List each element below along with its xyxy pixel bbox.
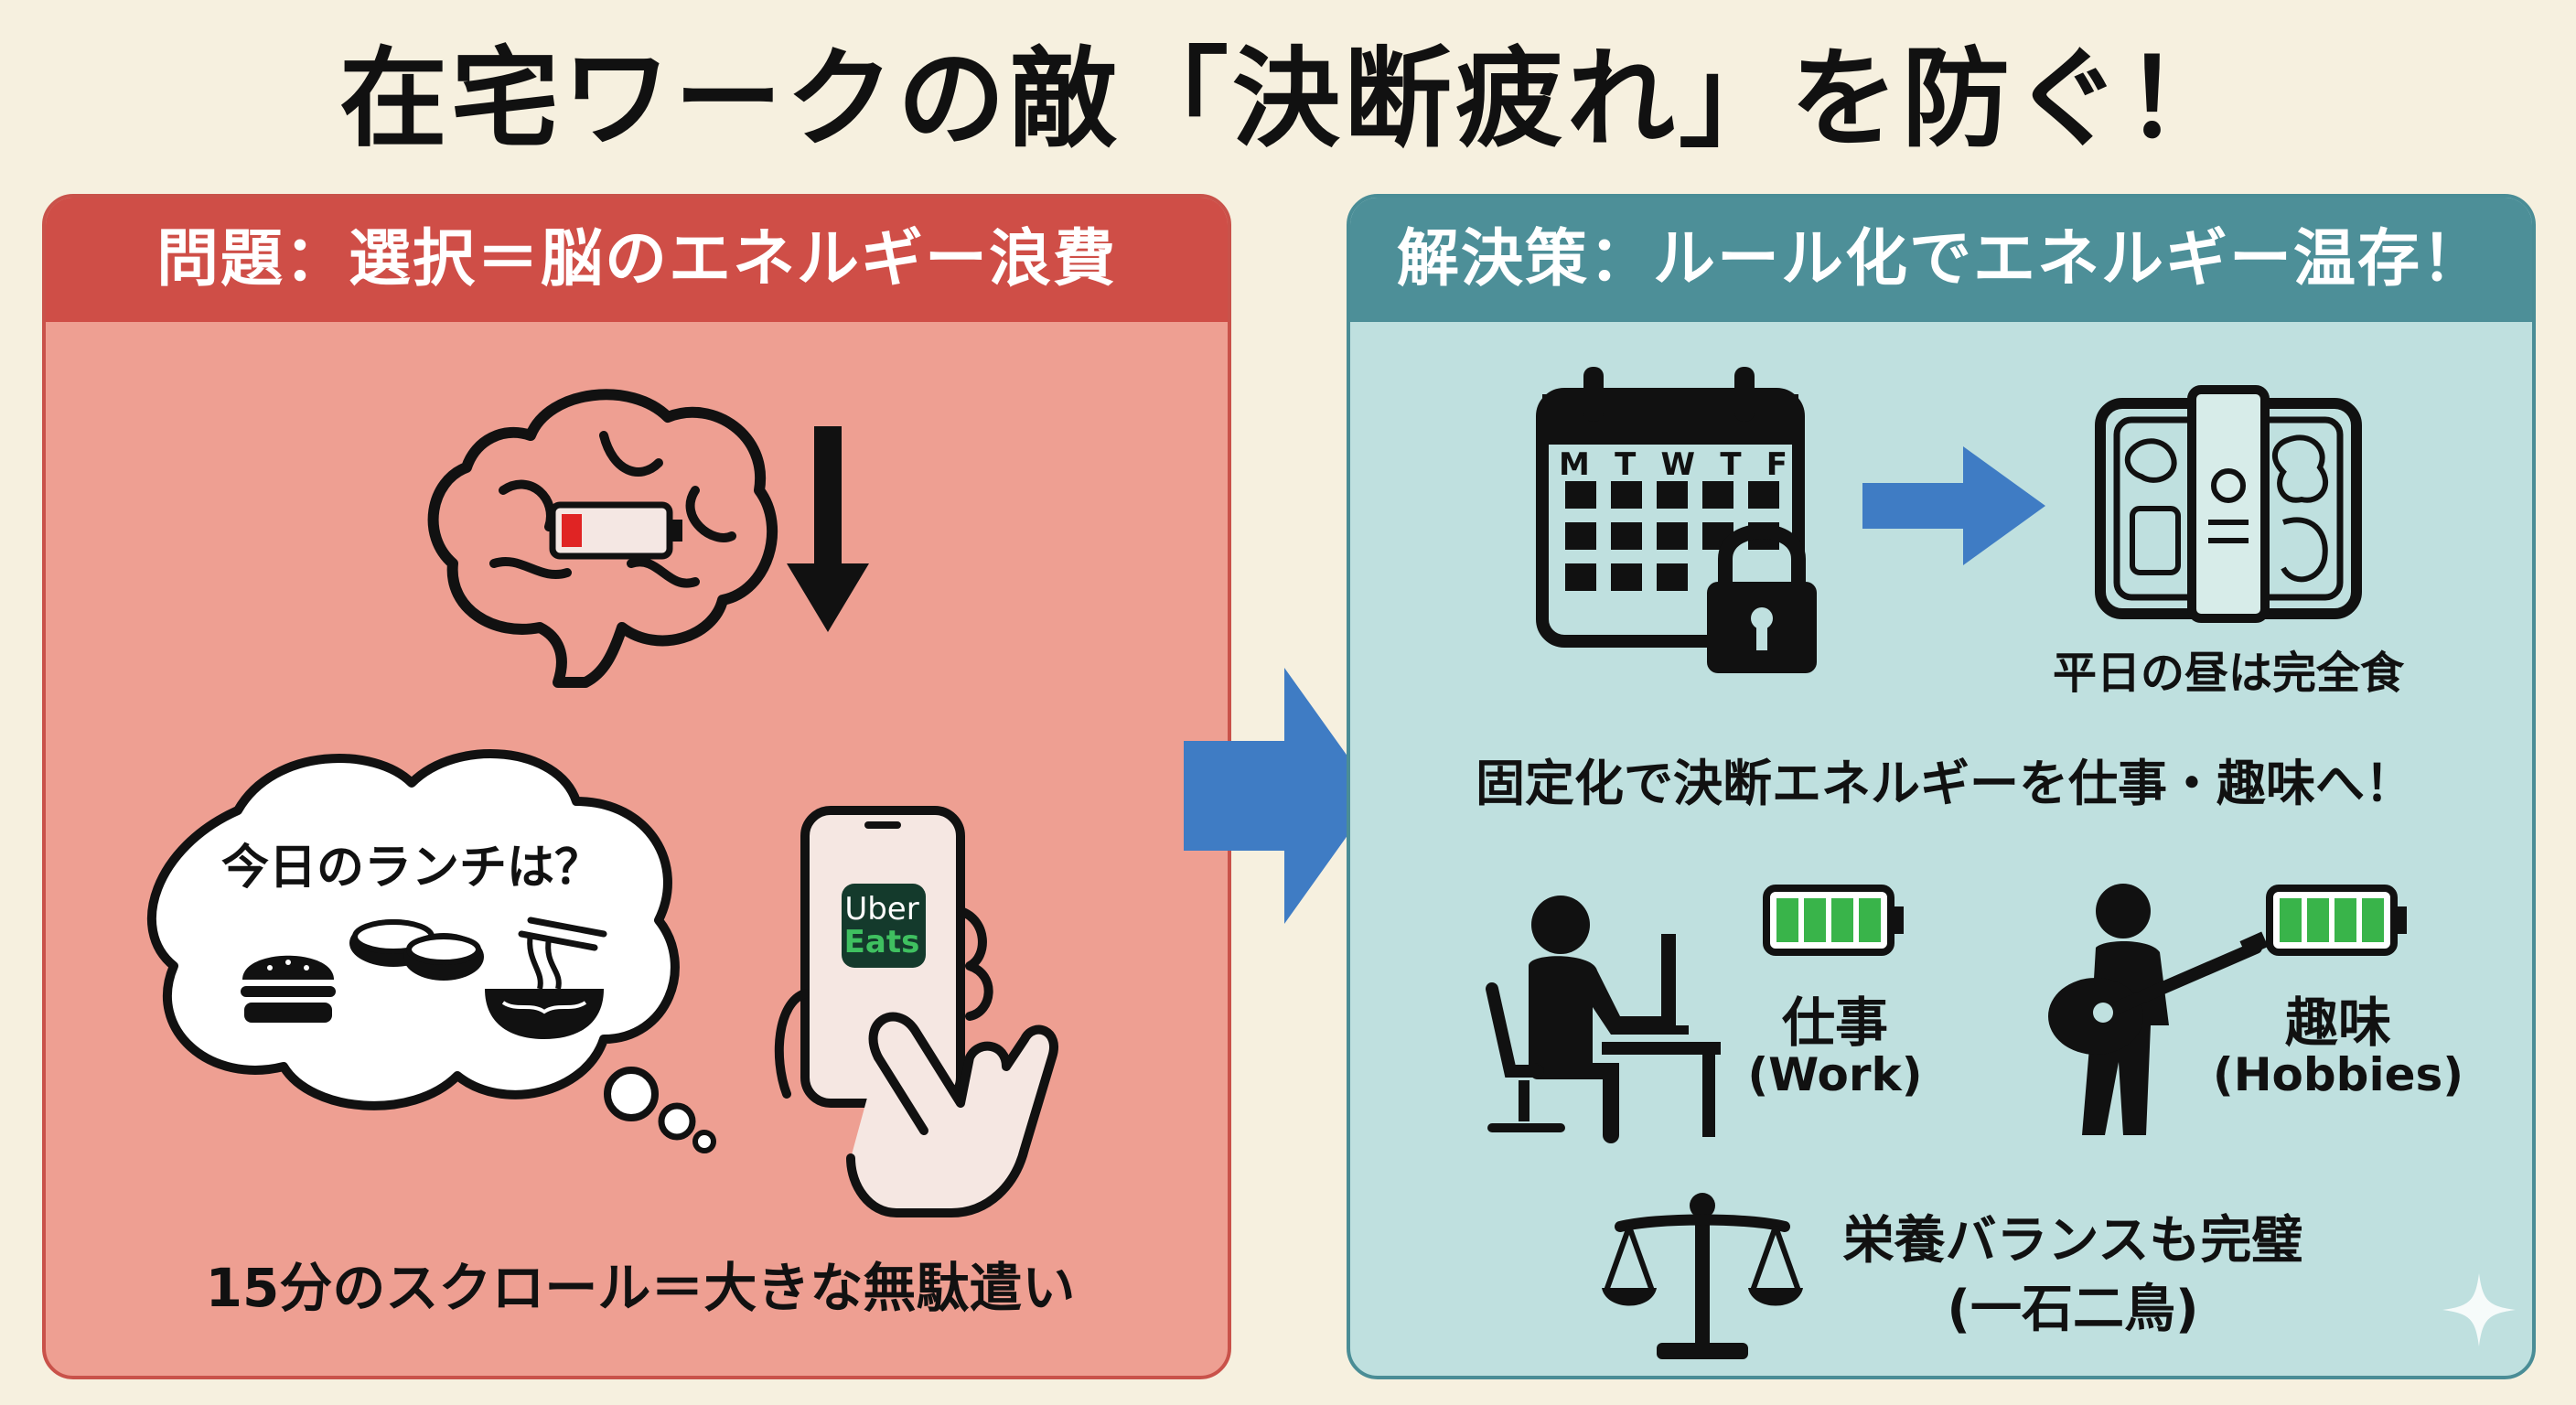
guitar-player-icon [2048, 884, 2269, 1135]
meal-box-icon [2095, 385, 2362, 623]
down-arrow-icon [787, 426, 869, 632]
solution-heading: 解決策：ルール化でエネルギー温存！ [1350, 198, 2532, 322]
problem-caption: 15分のスクロール＝大きな無駄遣い [205, 1257, 1076, 1319]
burger-icon [241, 955, 336, 1023]
worker-desk-icon [1486, 896, 1721, 1143]
scale-icon [1602, 1193, 1803, 1359]
balance-line1: 栄養バランスも完璧 [1842, 1211, 2303, 1271]
battery-low-icon [549, 501, 682, 560]
calendar-days: M T W T F [1559, 446, 1787, 483]
calendar-day: F [1766, 446, 1787, 483]
phone-hand-icon [774, 806, 1058, 1217]
calendar-day: T [1720, 446, 1742, 483]
calendar-lock-icon [1536, 367, 1817, 673]
brain-icon [427, 389, 778, 688]
calendar-day: W [1660, 446, 1696, 483]
thought-text: 今日のランチは？ [220, 841, 602, 896]
calendar-day: T [1615, 446, 1637, 483]
problem-panel: 問題：選択＝脳のエネルギー浪費 今日のランチは？ [42, 194, 1231, 1379]
hobbies-label: 趣味 [2284, 992, 2391, 1054]
battery-full-icon [2266, 885, 2407, 956]
big-right-arrow-icon [1184, 668, 1376, 924]
hobbies-sub: (Hobbies) [2212, 1048, 2464, 1101]
solution-panel: 解決策：ルール化でエネルギー温存！ M T W T F [1347, 194, 2536, 1379]
app-logo-line1: Uber [844, 891, 919, 928]
battery-full-icon [1763, 885, 1904, 956]
right-arrow-icon [1862, 446, 2045, 565]
page-title: 在宅ワークの敵「決断疲れ」を防ぐ！ [338, 36, 2237, 162]
work-label: 仕事 [1781, 992, 1888, 1054]
ramen-icon [485, 917, 607, 1039]
sushi-icon [349, 919, 484, 981]
work-sub: (Work) [1747, 1048, 1923, 1101]
meal-caption: 平日の昼は完全食 [2052, 648, 2404, 699]
balance-line2: (一石二鳥) [1947, 1280, 2199, 1339]
main-message: 固定化で決断エネルギーを仕事・趣味へ！ [1476, 755, 2414, 812]
problem-heading: 問題：選択＝脳のエネルギー浪費 [46, 198, 1228, 322]
app-logo-line2: Eats [843, 924, 920, 960]
sparkle-icon [2442, 1273, 2516, 1346]
calendar-day: M [1559, 446, 1590, 483]
